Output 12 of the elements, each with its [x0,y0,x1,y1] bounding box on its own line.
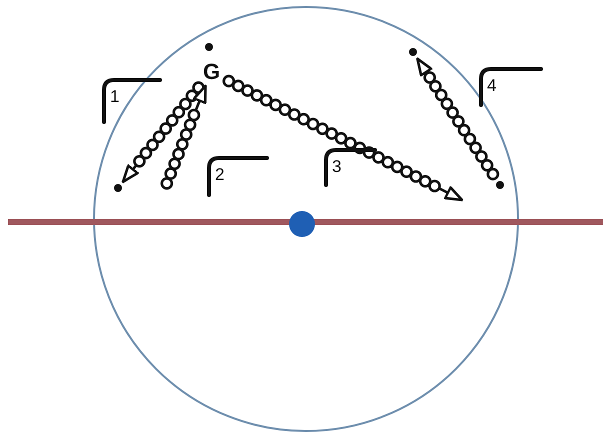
player-dot [409,48,417,56]
player-number: 2 [215,166,224,184]
player-dot [205,43,213,51]
player-number: 1 [110,88,120,106]
player-dot [114,184,122,192]
center-dot [289,211,315,237]
goalie-letter: G [203,60,220,84]
player-number: 4 [487,77,496,95]
skating-path-arrow [416,57,500,180]
player-number: 3 [332,158,342,176]
skating-path-arrow [160,84,207,190]
player-dot [496,181,504,189]
